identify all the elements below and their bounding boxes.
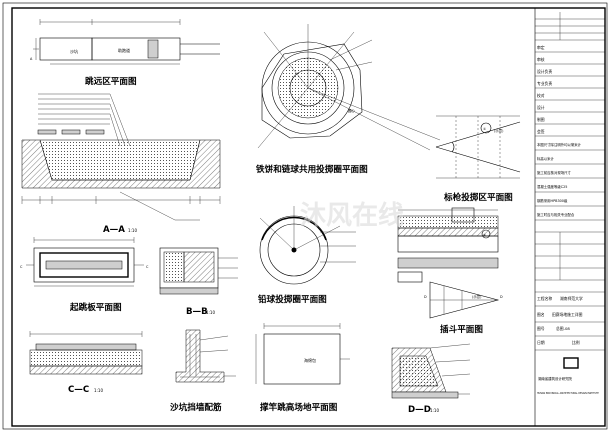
takeoff-board-rect — [147, 39, 159, 59]
takeoff-board-view: C C 起跳板平面图 — [20, 237, 149, 313]
note-3: 施工前应核对现场尺寸 — [537, 170, 572, 175]
note-5: 钢筋采用HPB300级 — [537, 198, 568, 203]
discus-hammer-circle-view: 圆心 铁饼和链球共用投掷圈平面图 — [256, 24, 441, 175]
sandpit-wall-title: 沙坑挡墙配筋 — [170, 401, 222, 413]
runway-rect — [91, 37, 181, 61]
section-c-marker-left: C — [20, 265, 23, 269]
note-1: 本图尺寸除注明外均以毫米计 — [537, 142, 582, 147]
company-logo — [563, 357, 579, 369]
company-name: 湖南省建筑设计研究院 — [538, 376, 573, 381]
sheet-no-label: 图号 — [537, 326, 545, 331]
detail-sections-right: ② — [397, 207, 499, 269]
title-row-1: 审定 — [537, 45, 545, 50]
company-name-en: HUNAN PROVINCIAL ARCHITECTURAL DESIGN IN… — [537, 392, 599, 395]
javelin-title: 标枪投掷区平面图 — [443, 191, 513, 203]
section-dd-scale: 1:10 — [430, 408, 439, 413]
sand-pit-rect — [39, 37, 93, 61]
section-bb-title: B—B — [186, 307, 208, 317]
watermark: 沐风在线 — [300, 201, 404, 231]
section-cc-title: C—C — [68, 385, 89, 395]
pole-vault-title: 撑竿跳高场地平面图 — [260, 401, 338, 413]
javelin-callout-1: ① — [483, 127, 486, 131]
plug-box-view: D D (示意) 插斗平面图 — [397, 271, 503, 335]
d-marker-right: D — [500, 295, 503, 299]
stop-board-arc — [261, 216, 327, 241]
detail-callout-2: ② — [483, 233, 486, 237]
takeoff-board-title: 起跳板平面图 — [69, 301, 122, 313]
center-note: 圆心 — [348, 108, 355, 113]
date-label: 日期 — [537, 340, 545, 345]
shot-put-circle-view: 铅球投掷圈平面图 — [258, 206, 356, 305]
title-row-3: 设计负责 — [537, 69, 552, 74]
sandpit-wall-view: 沙坑挡墙配筋 — [170, 329, 236, 413]
runway-label: 助跑道 — [118, 47, 130, 53]
discus-hammer-title: 铁饼和链球共用投掷圈平面图 — [256, 163, 368, 175]
section-bb-scale: 1:10 — [206, 310, 215, 315]
note-6: 施工时应与相关专业配合 — [537, 212, 575, 217]
section-aa-scale: 1:10 — [128, 228, 137, 233]
drawing-value: 田赛场地施工详图 — [552, 312, 583, 317]
section-c-marker-right: C — [146, 265, 149, 269]
drawing-label: 图名 — [537, 312, 545, 317]
javelin-view: ① (示意) 标枪投掷区平面图 — [435, 115, 521, 203]
section-cc-view: C—C 1:10 — [29, 331, 143, 395]
sheet-no-value: 总图-08 — [556, 326, 570, 331]
title-block: 审定 审核 设计负责 专业负责 校对 设计 制图 会签 本图尺寸除注明外均以毫米… — [534, 7, 606, 427]
takeoff-board-inner — [39, 252, 129, 278]
runup-plan-view: 沙坑 助跑道 A 跳远区平面图 — [30, 19, 220, 87]
note-4: 混凝土强度等级C25 — [537, 184, 567, 189]
section-aa-title: A—A — [103, 225, 125, 235]
shot-put-title: 铅球投掷圈平面图 — [258, 293, 327, 305]
takeoff-board-strip — [45, 260, 123, 270]
title-row-4: 专业负责 — [537, 81, 552, 86]
throw-area-outline — [261, 43, 363, 139]
title-row-6: 设计 — [537, 105, 545, 110]
sand-pit-label: 沙坑 — [70, 48, 78, 54]
section-bb-view: B—B 1:10 — [159, 247, 238, 317]
wall-section — [175, 329, 225, 383]
project-label: 工程名称 — [537, 296, 552, 301]
section-cc-scale: 1:10 — [94, 388, 103, 393]
note-2: 标高以米计 — [537, 156, 555, 161]
runup-plan-title: 跳远区平面图 — [85, 75, 137, 87]
pole-vault-view: 海绵包 撑竿跳高场地平面图 — [255, 323, 350, 413]
landing-area-rect — [263, 333, 341, 385]
section-dd-title: D—D — [408, 405, 431, 415]
javelin-note: (示意) — [494, 128, 504, 133]
title-row-5: 校对 — [537, 93, 545, 98]
d-marker-left: D — [424, 295, 427, 299]
plug-box-note: (示意) — [472, 294, 482, 299]
sand-fill — [39, 139, 201, 181]
title-row-7: 制图 — [537, 117, 545, 122]
title-row-2: 审核 — [537, 57, 545, 62]
scale-label: 比例 — [572, 340, 580, 345]
landing-label: 海绵包 — [304, 357, 316, 363]
project-value: 湖南师范大学 — [560, 296, 583, 301]
section-a-marker: A — [30, 57, 33, 61]
plug-box-title: 插斗平面图 — [440, 323, 483, 335]
section-aa-view: A—A 1:10 — [21, 93, 221, 235]
section-dd-view: D—D 1:10 — [391, 343, 471, 415]
title-row-8: 会签 — [537, 129, 545, 134]
